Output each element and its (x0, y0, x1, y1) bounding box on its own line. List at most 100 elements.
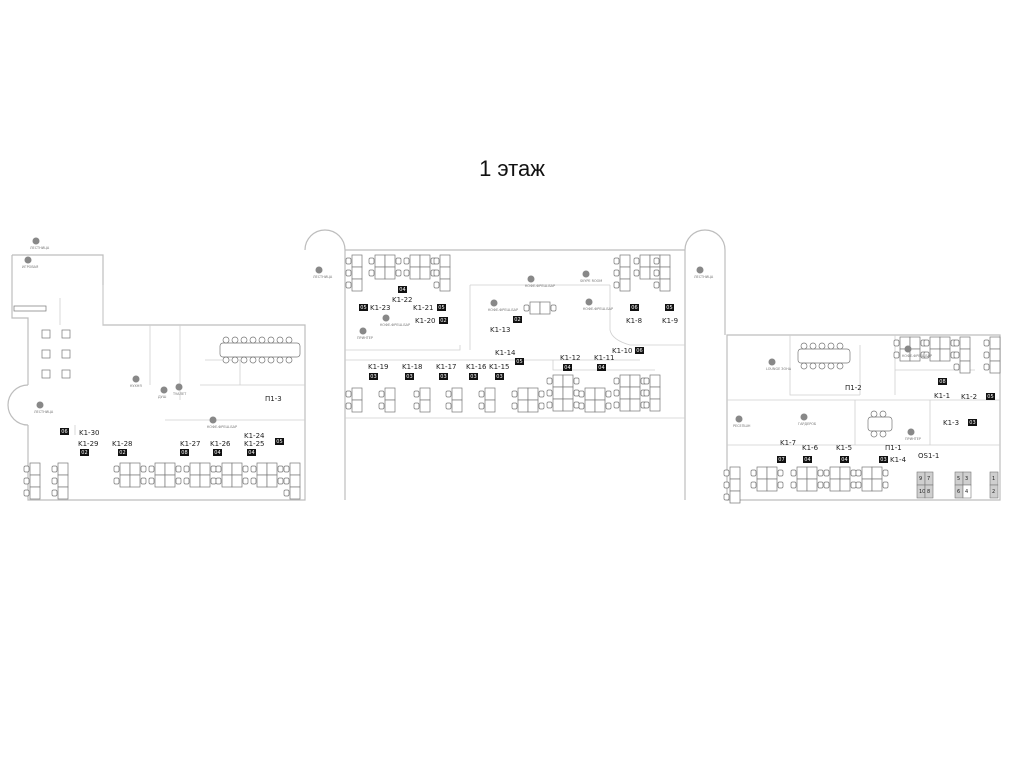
chair (573, 377, 580, 385)
svg-text:03: 03 (969, 420, 975, 426)
room-label[interactable]: K1-1 (934, 392, 950, 400)
room-label[interactable]: K1-10 (612, 347, 632, 355)
desk (484, 399, 496, 413)
desk (29, 462, 41, 476)
desk (829, 478, 841, 492)
room-label[interactable]: K1-24 (244, 432, 265, 440)
chair (653, 257, 660, 265)
desk (419, 266, 431, 280)
open-space-label[interactable]: OS1-1 (918, 452, 939, 460)
room-label[interactable]: K1-30 (79, 429, 99, 437)
table (61, 349, 71, 359)
room-label[interactable]: K1-29 (78, 440, 98, 448)
desk (154, 462, 166, 476)
toilet-icon (175, 383, 183, 391)
hot-desk[interactable] (989, 484, 999, 499)
room-label[interactable]: K1-4 (890, 456, 907, 464)
desk (562, 386, 574, 400)
capacity-badge: 04 (840, 456, 849, 463)
room-label[interactable]: K1-19 (368, 363, 388, 371)
chair (633, 257, 640, 265)
chair (51, 465, 58, 473)
meeting-room-label[interactable]: П1-3 (265, 395, 282, 403)
room-label[interactable]: K1-18 (402, 363, 422, 371)
room-label[interactable]: K1-15 (489, 363, 509, 371)
chair (403, 257, 410, 265)
floor-title: 1 этаж (479, 156, 545, 181)
meeting-room-label[interactable]: П1-1 (885, 444, 902, 452)
capacity-badge: 03 (369, 373, 378, 380)
chair (283, 465, 290, 473)
room-label[interactable]: K1-26 (210, 440, 231, 448)
hot-desk[interactable] (924, 484, 934, 499)
desk (766, 466, 778, 480)
room-label[interactable]: K1-8 (626, 317, 642, 325)
desk (439, 254, 451, 268)
room-label[interactable]: K1-2 (961, 393, 977, 401)
chair (790, 469, 797, 477)
amenity-label: КОФЕ-ФРЕШ-БАР (207, 425, 237, 429)
chair (882, 481, 889, 489)
room-label[interactable]: K1-11 (594, 354, 614, 362)
chair (231, 356, 239, 364)
chair (345, 269, 352, 277)
desk (959, 336, 971, 350)
desk (619, 374, 631, 388)
desk (57, 462, 69, 476)
desk-number: 6 (957, 489, 960, 495)
svg-text:02: 02 (81, 450, 87, 456)
desk (649, 374, 661, 388)
chair (983, 351, 990, 359)
room-label[interactable]: K1-27 (180, 440, 200, 448)
svg-text:04: 04 (564, 365, 570, 371)
desk (439, 278, 451, 292)
room-label[interactable]: K1-9 (662, 317, 678, 325)
desk (756, 466, 768, 480)
chair (823, 481, 830, 489)
meeting-table (219, 342, 301, 358)
desk (552, 374, 564, 388)
desk (562, 398, 574, 412)
svg-text:05: 05 (438, 305, 444, 311)
meeting-room-label[interactable]: П1-2 (845, 384, 862, 392)
room-label[interactable]: K1-23 (370, 304, 390, 312)
chair (653, 281, 660, 289)
skype-icon (582, 270, 590, 278)
room-label[interactable]: K1-16 (466, 363, 487, 371)
chair (800, 342, 808, 350)
chair (823, 469, 830, 477)
room-label[interactable]: K1-7 (780, 439, 796, 447)
amenity-label: ЛЕСТНИЦА (694, 275, 714, 279)
coffee-icon (209, 416, 217, 424)
room-label[interactable]: K1-14 (495, 349, 516, 357)
chair (613, 257, 620, 265)
chair (249, 356, 257, 364)
room-label[interactable]: K1-3 (943, 419, 959, 427)
room-label[interactable]: K1-25 (244, 440, 264, 448)
room-label[interactable]: K1-17 (436, 363, 456, 371)
desk (266, 462, 278, 476)
room-label[interactable]: K1-6 (802, 444, 819, 452)
chair (148, 477, 155, 485)
desk (231, 474, 243, 488)
desk-number: 7 (927, 476, 930, 482)
hot-desk[interactable] (962, 484, 972, 499)
desk (164, 474, 176, 488)
chair (183, 477, 190, 485)
desk (529, 301, 541, 315)
chair (395, 269, 402, 277)
room-label[interactable]: K1-22 (392, 296, 412, 304)
chair (790, 481, 797, 489)
room-label[interactable]: K1-12 (560, 354, 580, 362)
room-label[interactable]: K1-20 (415, 317, 435, 325)
chair (250, 465, 257, 473)
desk (527, 387, 539, 401)
chair (51, 477, 58, 485)
chair (175, 477, 182, 485)
chair (113, 477, 120, 485)
room-label[interactable]: K1-21 (413, 304, 433, 312)
room-label[interactable]: K1-13 (490, 326, 510, 334)
desk (796, 466, 808, 480)
room-label[interactable]: K1-5 (836, 444, 852, 452)
room-label[interactable]: K1-28 (112, 440, 132, 448)
